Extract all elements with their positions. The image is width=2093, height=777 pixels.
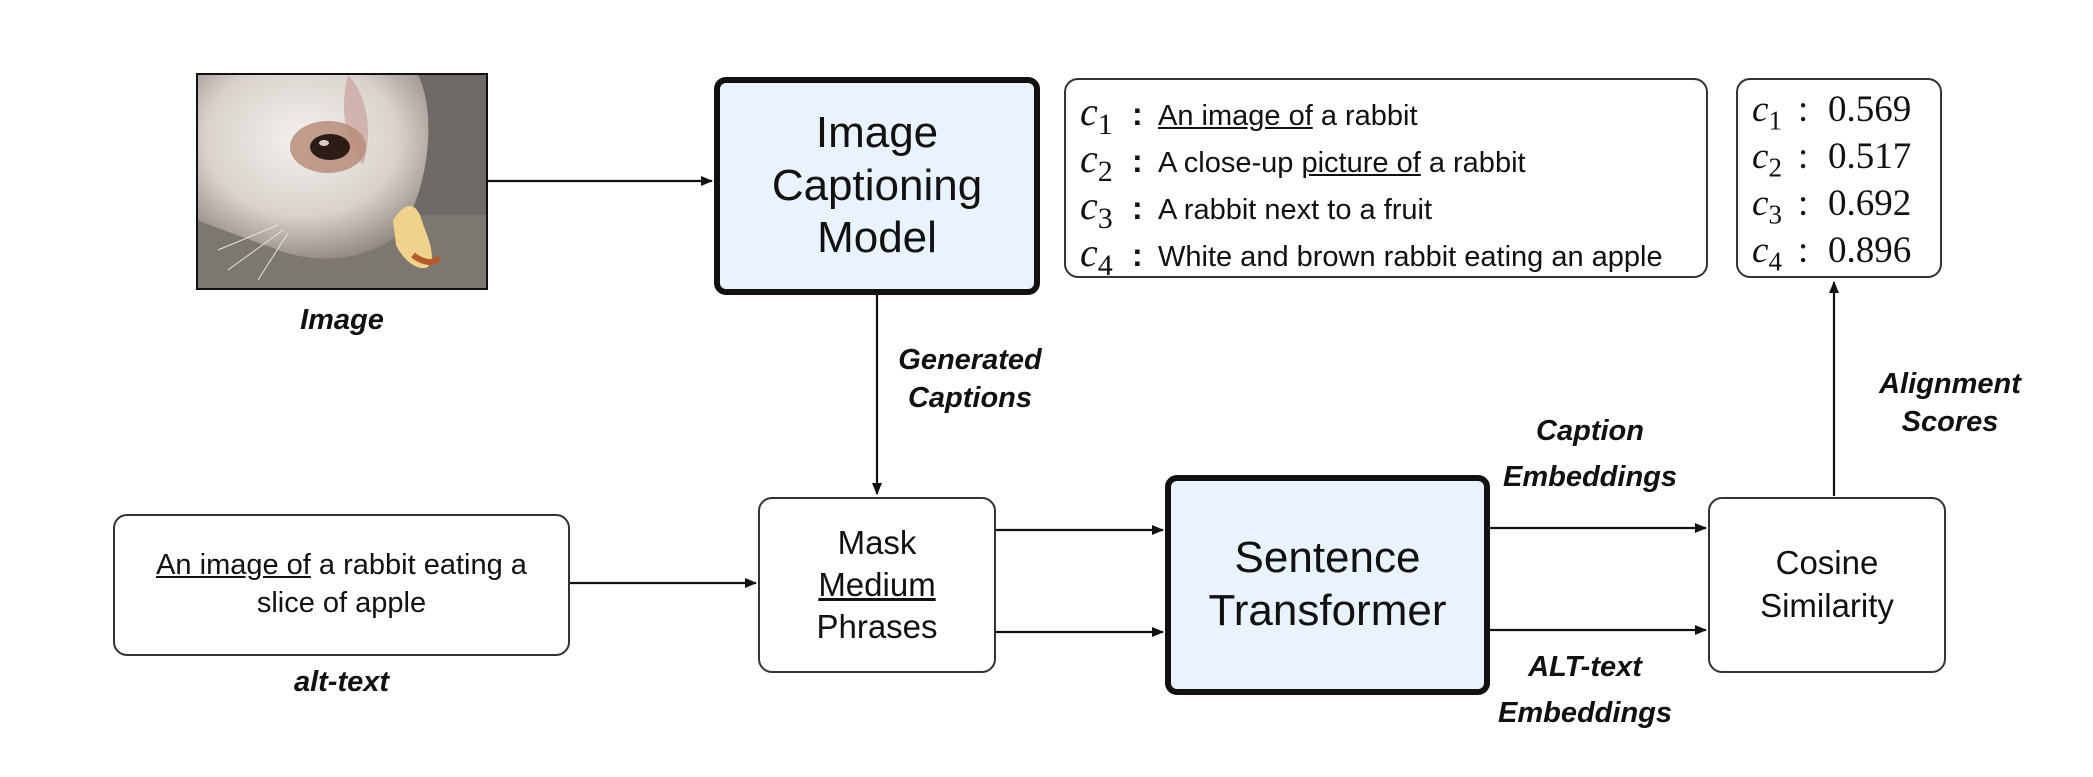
score-row: c3 : 0.692 [1752, 182, 1926, 229]
caption-variable: c2 [1080, 136, 1113, 188]
generated-captions-line1: Generated [898, 344, 1042, 376]
image-captioning-model-box: Image Captioning Model [714, 77, 1040, 295]
colon: : [1798, 230, 1809, 271]
caption-text: White and brown rabbit eating an apple [1158, 241, 1663, 273]
cosine-similarity-box: Cosine Similarity [1708, 497, 1946, 673]
alt-text-box: An image of a rabbit eating a slice of a… [113, 514, 570, 656]
colon: : [1132, 237, 1143, 273]
caption-embeddings-label: Caption Embeddings [1480, 408, 1700, 501]
mask-line1: Mask [837, 523, 917, 561]
model-line2: Captioning [771, 160, 983, 210]
model-line3: Model [817, 213, 937, 263]
transformer-line2: Transformer [1208, 586, 1447, 635]
alignment-scores-label: Alignment Scores [1850, 366, 2050, 441]
colon: : [1132, 96, 1143, 132]
colon: : [1798, 183, 1809, 224]
colon: : [1798, 89, 1809, 130]
caption-variable: c1 [1080, 89, 1113, 141]
alignment-scores-line1: Alignment [1879, 368, 2021, 400]
model-line1: Image [815, 107, 939, 157]
alt-text-line2: slice of apple [256, 587, 427, 619]
caption-embeddings-line1: Caption [1536, 415, 1644, 447]
transformer-line1: Sentence [1234, 533, 1421, 583]
score-value: 0.517 [1828, 136, 1912, 177]
alt-text-line1: An image of a rabbit eating a [156, 549, 527, 582]
mask-line3: Phrases [816, 608, 938, 646]
caption-text: A rabbit next to a fruit [1158, 194, 1433, 226]
score-variable: c1 [1752, 89, 1782, 136]
score-row: c2 : 0.517 [1752, 135, 1926, 182]
rabbit-photo [196, 73, 488, 290]
caption-variable: c4 [1080, 230, 1113, 282]
alignment-scores-line2: Scores [1901, 405, 1999, 438]
rabbit-image-graphic [198, 75, 486, 288]
captions-list-box: c1 : An image of a rabbit c2 : A close-u… [1064, 78, 1708, 282]
generated-captions-line2: Captions [907, 381, 1033, 414]
colon: : [1132, 143, 1143, 179]
cosine-line2: Similarity [1760, 587, 1894, 624]
score-value: 0.896 [1828, 230, 1912, 271]
caption-row: c4 : White and brown rabbit eating an ap… [1080, 229, 1692, 282]
alt-text-label: alt-text [293, 666, 390, 698]
score-value: 0.692 [1828, 183, 1912, 224]
generated-captions-label: Generated Captions [880, 342, 1060, 417]
score-variable: c3 [1752, 183, 1782, 230]
alttext-embeddings-line1: ALT-text [1528, 651, 1642, 683]
caption-row: c2 : A close-up picture of a rabbit [1080, 135, 1692, 188]
scores-list-box: c1 : 0.569 c2 : 0.517 c3 : 0.692 c4 : 0.… [1736, 78, 1942, 278]
alttext-embeddings-label: ALT-text Embeddings [1475, 644, 1695, 737]
image-label: Image [300, 304, 384, 336]
score-variable: c4 [1752, 230, 1782, 277]
cosine-line1: Cosine [1775, 544, 1879, 582]
colon: : [1132, 190, 1143, 226]
score-row: c1 : 0.569 [1752, 88, 1926, 135]
sentence-transformer-box: Sentence Transformer [1165, 475, 1490, 695]
caption-text: An image of a rabbit [1158, 100, 1418, 132]
caption-row: c3 : A rabbit next to a fruit [1080, 182, 1692, 235]
caption-embeddings-line2: Embeddings [1502, 461, 1677, 494]
caption-variable: c3 [1080, 183, 1113, 235]
alttext-embeddings-line2: Embeddings [1497, 697, 1672, 730]
caption-row: c1 : An image of a rabbit [1080, 88, 1692, 141]
caption-text: A close-up picture of a rabbit [1158, 147, 1526, 179]
mask-line2: Medium [818, 565, 936, 603]
colon: : [1798, 136, 1809, 177]
score-row: c4 : 0.896 [1752, 229, 1926, 276]
mask-medium-phrases-box: Mask Medium Phrases [758, 497, 996, 673]
score-variable: c2 [1752, 136, 1782, 183]
score-value: 0.569 [1828, 89, 1912, 130]
